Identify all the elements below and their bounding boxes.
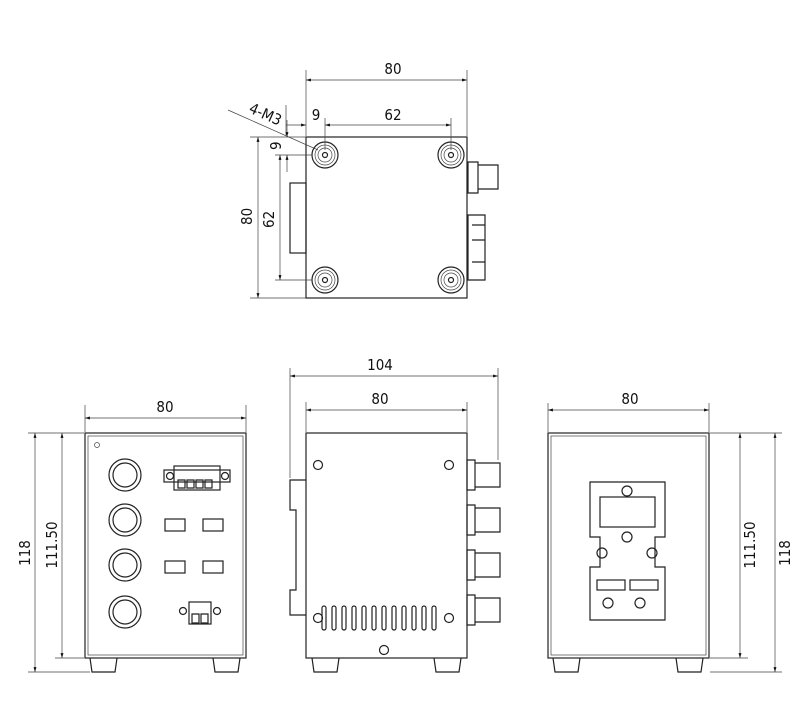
- dim-hole-spacing-x: 62: [384, 106, 401, 124]
- vent-slot: [381, 605, 387, 631]
- vent-slot: [361, 605, 367, 631]
- side-view: 104 80: [289, 356, 501, 673]
- mounting-holes: [311, 141, 465, 294]
- top-view: 80 62 9 4-M3 80 62 9: [227, 60, 499, 299]
- dim-front-height-total: 118: [16, 540, 34, 566]
- vent-slot: [331, 605, 337, 631]
- connectors-top: [467, 214, 486, 281]
- din-bracket: [289, 182, 307, 254]
- knob-top: [467, 161, 499, 194]
- vent-slot: [421, 605, 427, 631]
- back-view: 80 111.50 118: [547, 390, 794, 673]
- vent-slot: [401, 605, 407, 631]
- din-rail-side: [289, 479, 306, 616]
- dim-back-height-body: 111.50: [741, 521, 759, 568]
- dim-top-width: 80: [384, 60, 401, 78]
- vent-slot: [351, 605, 357, 631]
- vent-slot: [321, 605, 327, 631]
- hole-callout: 4-M3: [246, 99, 284, 129]
- dim-back-width: 80: [621, 390, 638, 408]
- vent-slot: [371, 605, 377, 631]
- dim-back-height-total: 118: [776, 540, 794, 566]
- terminal-block-5pin: [163, 465, 231, 491]
- dim-hole-offset-x: 9: [312, 106, 321, 124]
- small-connectors: [164, 518, 224, 574]
- terminal-block-2pin: [178, 601, 222, 625]
- dim-hole-offset-y: 9: [267, 141, 285, 150]
- led-indicator: [94, 442, 100, 448]
- din-clip: [589, 481, 666, 621]
- front-view: 80 118 111.50: [16, 398, 247, 673]
- vent-slot: [391, 605, 397, 631]
- front-knobs: [108, 458, 142, 629]
- dim-side-depth-total: 104: [367, 356, 393, 374]
- dim-top-depth: 80: [238, 208, 256, 225]
- vent-slot: [341, 605, 347, 631]
- dim-hole-spacing-y: 62: [260, 211, 278, 228]
- vent-slot: [411, 605, 417, 631]
- dim-side-depth-body: 80: [371, 390, 388, 408]
- dim-front-height-body: 111.50: [43, 521, 61, 568]
- feet: [89, 657, 241, 673]
- vent-grille: [321, 605, 437, 631]
- vent-slot: [431, 605, 437, 631]
- side-knobs: [466, 459, 501, 626]
- dim-front-width: 80: [156, 398, 173, 416]
